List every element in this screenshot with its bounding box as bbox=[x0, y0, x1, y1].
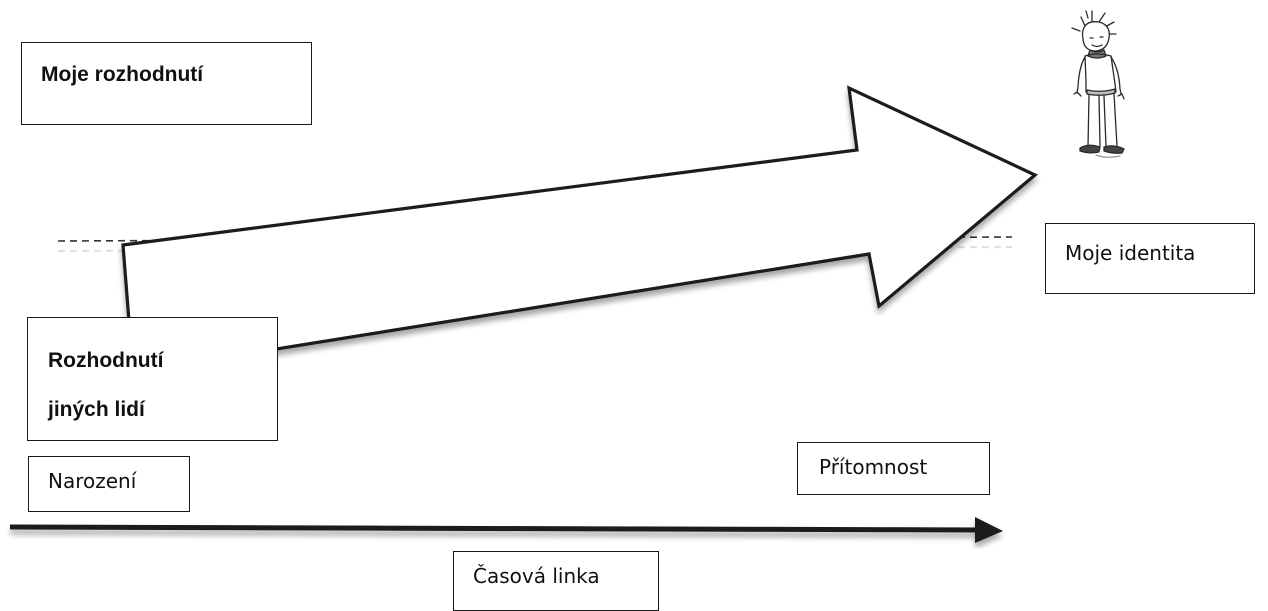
timeline-arrow-icon bbox=[9, 517, 1003, 543]
person-sketch-icon bbox=[1071, 10, 1125, 158]
timeline-label-box: Časová linka bbox=[453, 551, 659, 611]
others-decisions-label-line2: jiných lidí bbox=[48, 398, 145, 421]
my-identity-label: Moje identita bbox=[1065, 241, 1196, 265]
my-decisions-label: Moje rozhodnutí bbox=[41, 63, 204, 86]
timeline-label: Časová linka bbox=[473, 564, 600, 588]
birth-label-box: Narození bbox=[28, 456, 190, 512]
my-decisions-label-box: Moje rozhodnutí bbox=[21, 42, 312, 125]
others-decisions-label-box: Rozhodnutí jiných lidí bbox=[27, 317, 278, 441]
birth-label: Narození bbox=[48, 469, 137, 493]
present-label-box: Přítomnost bbox=[797, 442, 990, 495]
present-label: Přítomnost bbox=[819, 455, 928, 479]
my-identity-label-box: Moje identita bbox=[1045, 223, 1255, 294]
others-decisions-label-line1: Rozhodnutí bbox=[48, 349, 164, 372]
